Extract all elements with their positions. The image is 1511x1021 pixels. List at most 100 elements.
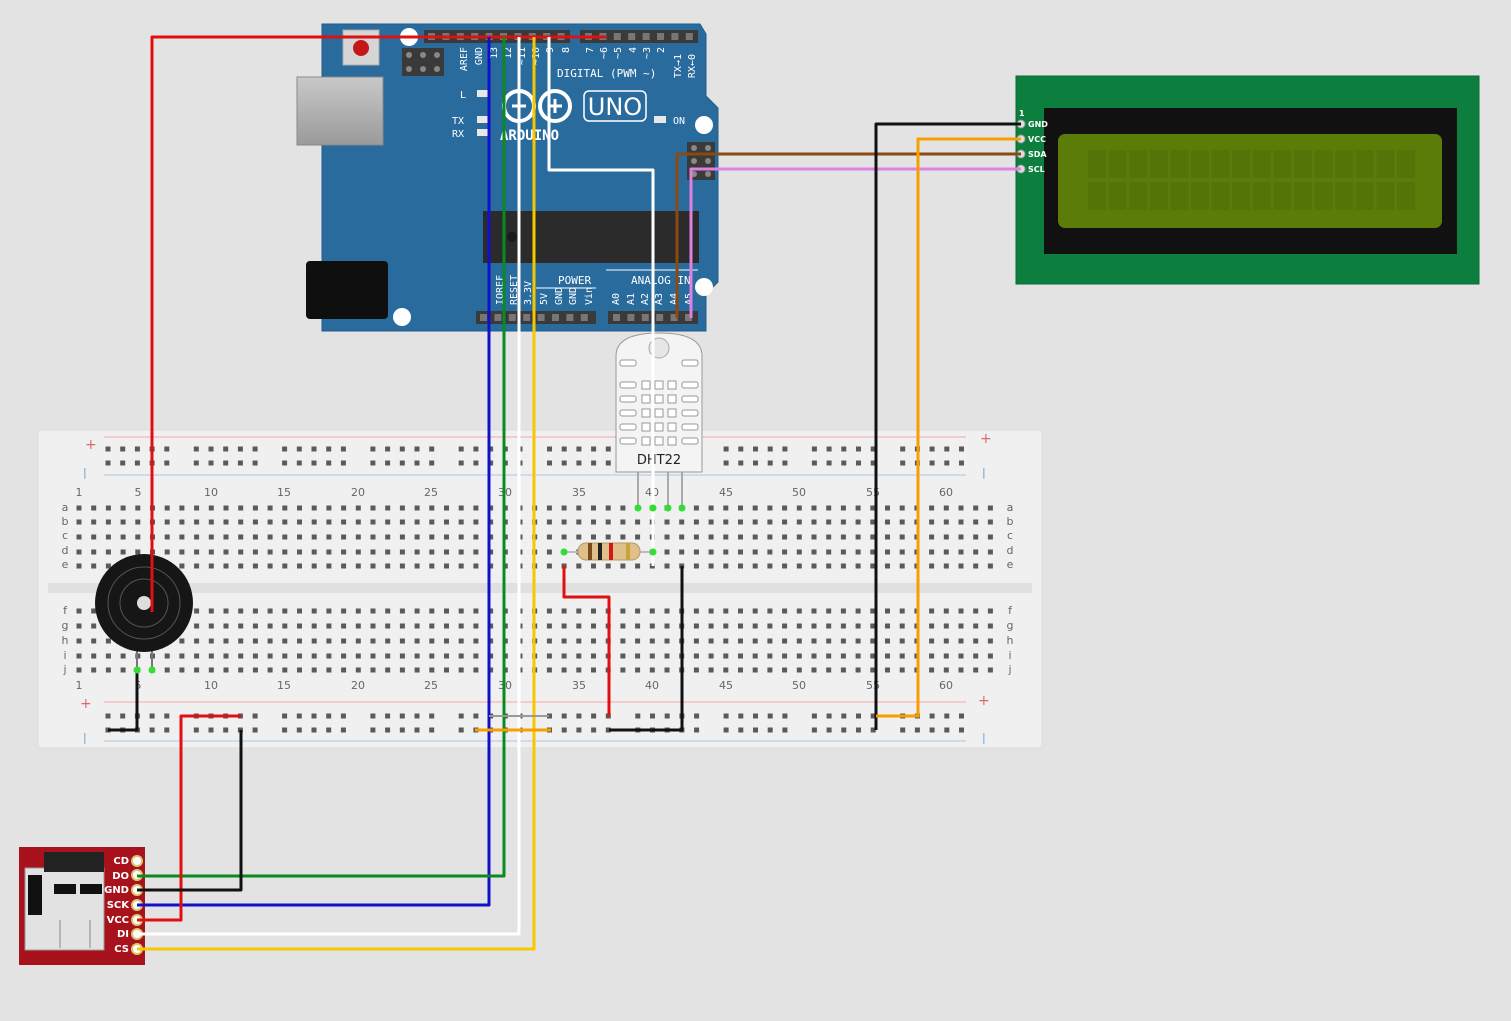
bb-hole[interactable] — [767, 623, 773, 629]
bb-hole[interactable] — [429, 623, 435, 629]
bb-hole[interactable] — [796, 623, 802, 629]
bb-hole[interactable] — [194, 653, 200, 659]
bb-hole[interactable] — [546, 623, 552, 629]
rail-hole[interactable] — [311, 446, 317, 452]
rail-hole[interactable] — [296, 460, 302, 466]
bb-hole[interactable] — [973, 653, 979, 659]
bb-hole[interactable] — [899, 519, 905, 525]
bb-hole[interactable] — [811, 519, 817, 525]
rail-hole[interactable] — [694, 713, 700, 719]
bb-hole[interactable] — [385, 623, 391, 629]
bb-hole[interactable] — [238, 549, 244, 555]
bb-hole[interactable] — [105, 519, 111, 525]
rail-hole[interactable] — [929, 727, 935, 733]
rail-hole[interactable] — [959, 713, 964, 719]
bb-hole[interactable] — [679, 534, 685, 540]
bb-hole[interactable] — [899, 549, 905, 555]
bb-hole[interactable] — [958, 667, 964, 673]
bb-hole[interactable] — [326, 549, 332, 555]
bb-hole[interactable] — [752, 667, 758, 673]
bb-hole[interactable] — [738, 667, 743, 673]
rail-hole[interactable] — [326, 713, 332, 719]
bb-hole[interactable] — [664, 608, 670, 614]
bb-hole[interactable] — [546, 519, 552, 525]
bb-hole[interactable] — [223, 505, 229, 511]
bb-hole[interactable] — [370, 623, 376, 629]
bb-hole[interactable] — [385, 667, 391, 673]
bb-hole[interactable] — [605, 534, 611, 540]
bb-hole[interactable] — [252, 653, 258, 659]
bb-hole[interactable] — [458, 534, 464, 540]
bb-hole[interactable] — [767, 505, 773, 511]
bb-hole[interactable] — [885, 608, 890, 614]
rail-hole[interactable] — [193, 446, 199, 452]
bb-hole[interactable] — [444, 519, 449, 525]
bb-hole[interactable] — [708, 623, 714, 629]
bb-hole[interactable] — [105, 534, 111, 540]
bb-hole[interactable] — [752, 608, 758, 614]
rail-hole[interactable] — [753, 713, 758, 719]
bb-hole[interactable] — [473, 519, 479, 525]
bb-hole[interactable] — [444, 608, 449, 614]
bb-hole[interactable] — [91, 549, 97, 555]
bb-hole[interactable] — [370, 667, 376, 673]
bb-hole[interactable] — [179, 519, 185, 525]
bb-hole[interactable] — [458, 519, 464, 525]
rail-hole[interactable] — [753, 460, 758, 466]
rail-hole[interactable] — [164, 446, 170, 452]
bb-hole[interactable] — [385, 608, 391, 614]
bb-hole[interactable] — [355, 608, 361, 614]
bb-hole[interactable] — [958, 608, 964, 614]
bb-hole[interactable] — [929, 667, 935, 673]
bb-hole[interactable] — [899, 667, 905, 673]
bb-hole[interactable] — [76, 667, 82, 673]
bb-hole[interactable] — [958, 534, 964, 540]
rail-hole[interactable] — [841, 460, 847, 466]
header-pin[interactable] — [641, 314, 649, 321]
bb-hole[interactable] — [708, 534, 714, 540]
rail-hole[interactable] — [370, 460, 376, 466]
bb-hole[interactable] — [576, 519, 582, 525]
bb-hole[interactable] — [840, 519, 846, 525]
bb-hole[interactable] — [76, 563, 82, 569]
rail-hole[interactable] — [767, 713, 773, 719]
rail-hole[interactable] — [782, 727, 788, 733]
bb-hole[interactable] — [620, 667, 626, 673]
bb-hole[interactable] — [105, 563, 111, 569]
rail-hole[interactable] — [399, 460, 405, 466]
bb-hole[interactable] — [76, 623, 82, 629]
bb-hole[interactable] — [135, 549, 141, 555]
bb-hole[interactable] — [444, 667, 449, 673]
rail-hole[interactable] — [488, 446, 494, 452]
wire-blue-sck[interactable] — [137, 37, 491, 907]
bb-hole[interactable] — [444, 505, 449, 511]
bb-hole[interactable] — [811, 623, 817, 629]
bb-hole[interactable] — [297, 623, 302, 629]
bb-hole[interactable] — [135, 519, 141, 525]
bb-hole[interactable] — [194, 519, 200, 525]
header-pin[interactable] — [642, 33, 650, 40]
bb-hole[interactable] — [811, 505, 817, 511]
bb-hole[interactable] — [179, 638, 185, 644]
rail-hole[interactable] — [208, 446, 214, 452]
rail-hole[interactable] — [753, 446, 758, 452]
header-pin[interactable] — [580, 314, 588, 321]
header-pin[interactable] — [671, 33, 679, 40]
rail-hole[interactable] — [134, 446, 140, 452]
bb-hole[interactable] — [561, 608, 567, 614]
bb-hole[interactable] — [252, 505, 258, 511]
bb-hole[interactable] — [370, 549, 376, 555]
rail-hole[interactable] — [370, 713, 376, 719]
bb-hole[interactable] — [488, 534, 494, 540]
bb-hole[interactable] — [826, 549, 832, 555]
wire-red-buzzer[interactable] — [150, 35, 606, 612]
rail-hole[interactable] — [591, 460, 597, 466]
bb-hole[interactable] — [987, 549, 993, 555]
bb-hole[interactable] — [120, 653, 126, 659]
bb-hole[interactable] — [576, 638, 582, 644]
lcd-16x2-i2c[interactable]: 1 GND VCC SDA SCL — [1015, 75, 1480, 285]
bb-hole[interactable] — [738, 563, 743, 569]
bb-hole[interactable] — [370, 638, 376, 644]
bb-hole[interactable] — [341, 519, 347, 525]
bb-hole[interactable] — [208, 638, 214, 644]
